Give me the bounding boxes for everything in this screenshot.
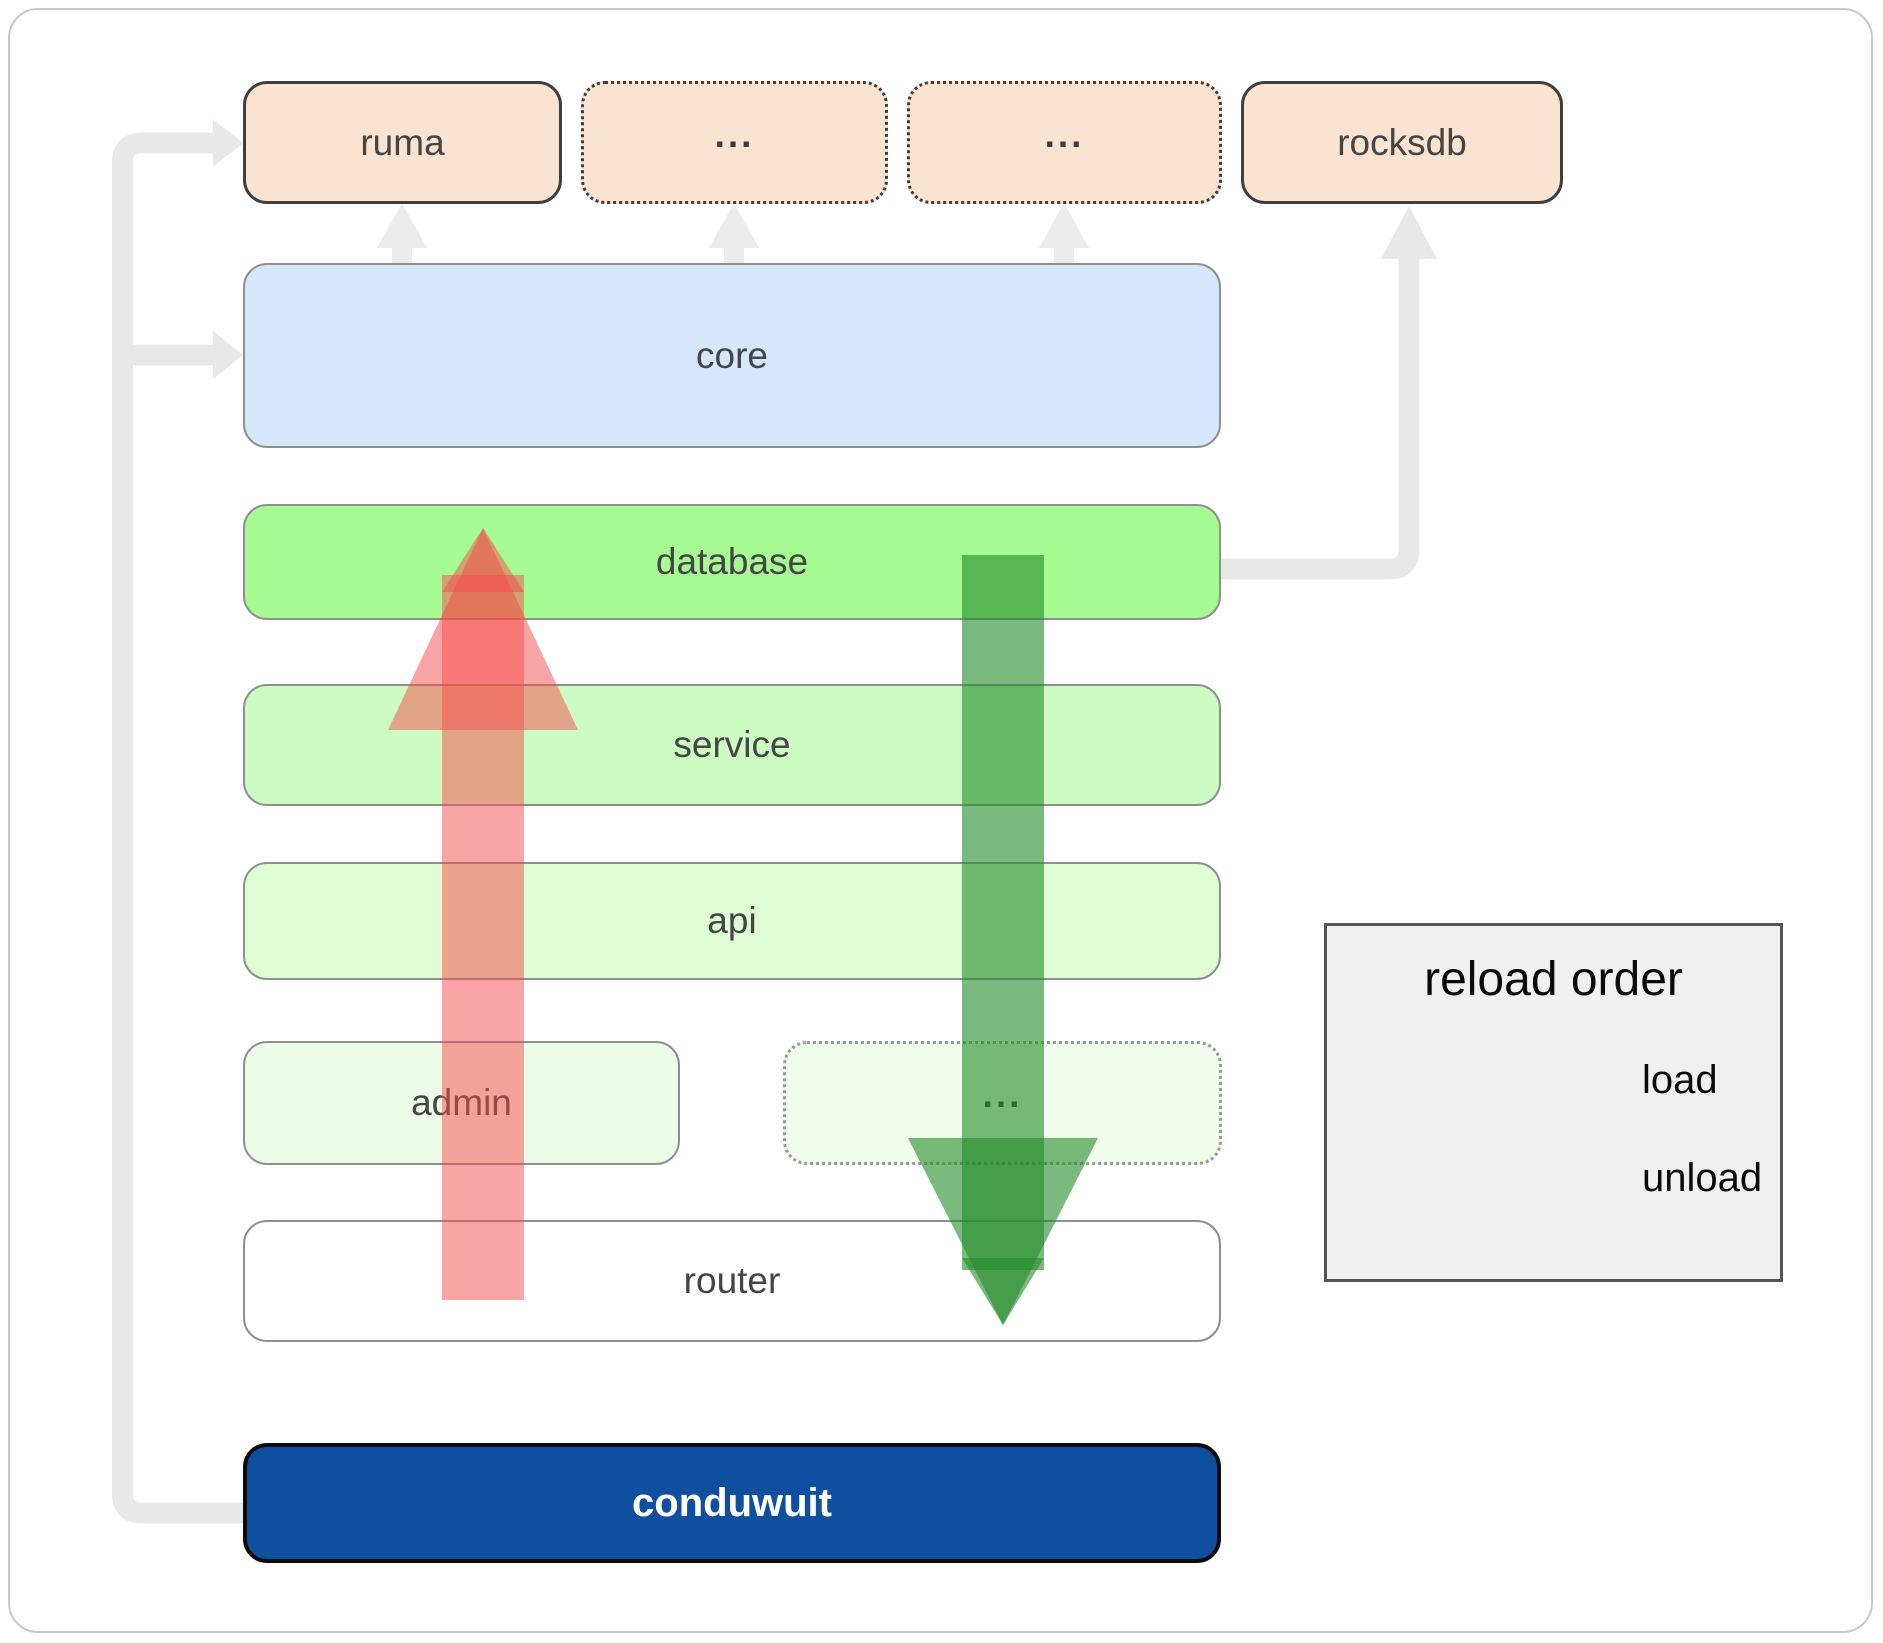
core-to-ellipsis-2-arrow [1039,203,1089,263]
node-router: router [243,1220,1221,1342]
outer-frame [8,8,1873,1633]
node-api-label: api [707,900,757,941]
node-ruma: ruma [243,81,562,204]
load-arrow [908,555,1098,1325]
node-core: core [243,263,1221,448]
legend-load-label: load [1642,1058,1718,1102]
node-rocksdb-label: rocksdb [1337,121,1467,163]
node-router-label: router [683,1260,781,1301]
node-core-label: core [696,334,768,376]
database-to-rocksdb-connector [1221,206,1437,580]
node-conduwuit-label: conduwuit [632,1480,832,1525]
node-ellipsis-2-label: ... [1044,113,1085,155]
node-database-label: database [655,541,809,582]
node-ellipsis-2: ... [907,81,1222,204]
arrowhead-into-ruma [213,119,243,167]
node-rocksdb: rocksdb [1241,81,1563,204]
node-api: api [243,862,1221,980]
node-ruma-label: ruma [360,121,445,163]
legend-title: reload order [1424,953,1683,1006]
node-conduwuit: conduwuit [243,1443,1221,1563]
node-database: database [243,504,1221,620]
arrowhead-into-core [213,331,243,379]
core-to-ruma-arrow [377,203,427,263]
node-ellipsis-1-label: ... [714,113,755,155]
core-to-ellipsis-1-arrow [709,203,759,263]
legend-panel [1324,923,1783,1282]
unload-arrow [388,528,578,1300]
node-service-label: service [673,724,791,765]
legend-unload-label: unload [1642,1156,1763,1200]
node-ellipsis-1: ... [581,81,888,204]
conduwuit-dependency-connector [112,119,243,1524]
